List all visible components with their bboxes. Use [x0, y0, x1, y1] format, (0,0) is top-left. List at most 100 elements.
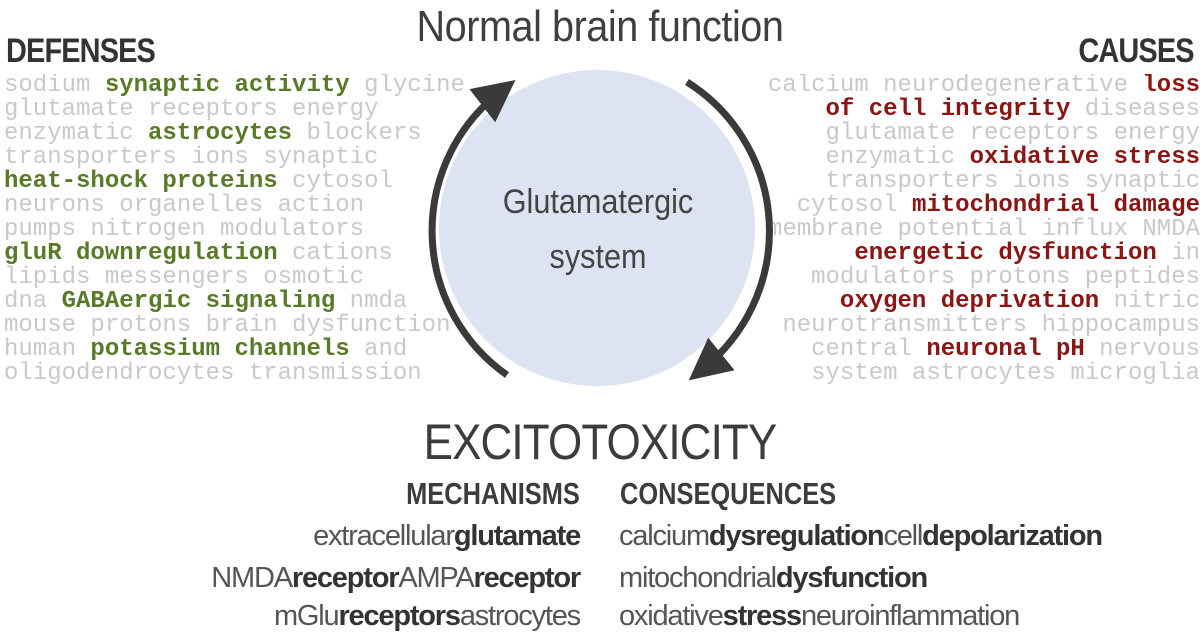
glutamatergic-system-circle — [439, 70, 755, 386]
center-label-line2: system — [549, 238, 647, 276]
cause-word-12-part-2: neuronal pH — [926, 336, 1085, 363]
cause-line: of cell integrity diseases — [660, 98, 1200, 122]
defense-word-5-part-2: cytosol — [277, 168, 393, 195]
defense-word-12-part-2: potassium channels — [90, 336, 350, 363]
cause-word-6-part-1: cytosol — [796, 192, 912, 219]
cause-line: modulators protons peptides — [660, 266, 1200, 290]
cause-word-2-part-1: of cell integrity — [825, 96, 1071, 123]
defenses-heading: DEFENSES — [6, 32, 156, 70]
defense-word-2-part-1: glutamate receptors energy — [4, 96, 379, 123]
consequences-heading: CONSEQUENCES — [620, 476, 837, 511]
defense-word-13-part-1: oligodendrocytes transmission — [4, 360, 422, 386]
cause-word-2-part-2: diseases — [1070, 96, 1200, 123]
cause-word-12-part-3: nervous — [1084, 336, 1200, 363]
left-cycle-arrow — [428, 79, 516, 378]
cause-line: oxygen deprivation nitric — [660, 290, 1200, 314]
defense-line: mouse protons brain dysfunction — [4, 314, 524, 338]
defense-word-11-part-1: mouse protons brain dysfunction — [4, 312, 451, 339]
defense-word-1-part-2: synaptic activity — [104, 74, 350, 99]
diagram-title: Normal brain function — [416, 2, 784, 51]
mechanism-line-3: mGlureceptorsastrocytes — [273, 600, 581, 633]
consequence-term-1-part-2: dysregulation — [708, 520, 885, 552]
cause-word-9-part-1: modulators protons peptides — [811, 264, 1200, 291]
defense-line: pumps nitrogen modulators — [4, 218, 524, 242]
mechanism-term-2-part-3: AMPA — [398, 562, 474, 594]
defense-word-4-part-1: transporters ions synaptic — [4, 144, 379, 171]
cause-word-1-part-1: calcium neurodegenerative — [767, 74, 1143, 99]
defense-line: glutamate receptors energy — [4, 98, 524, 122]
defense-word-8-part-2: cations — [277, 240, 393, 267]
cause-word-5-part-1: transporters ions synaptic — [825, 168, 1200, 195]
defense-line: transporters ions synaptic — [4, 146, 524, 170]
consequence-term-2-part-2: dysfunction — [775, 562, 928, 594]
defense-word-12-part-3: and — [349, 336, 408, 363]
mechanism-term-2-part-4: receptor — [473, 562, 582, 594]
defense-line: enzymatic astrocytes blockers — [4, 122, 524, 146]
cause-line: cytosol mitochondrial damage — [660, 194, 1200, 218]
defense-line: neurons organelles action — [4, 194, 524, 218]
cause-line: energetic dysfunction in — [660, 242, 1200, 266]
cause-word-11-part-1: neurotransmitters hippocampus — [782, 312, 1200, 339]
cause-word-7-part-1: membrane potential influx NMDA — [767, 216, 1200, 243]
cause-word-6-part-2: mitochondrial damage — [911, 192, 1200, 219]
cause-line: calcium neurodegenerative loss — [660, 74, 1200, 98]
mechanisms-heading: MECHANISMS — [406, 476, 580, 511]
defense-word-10-part-2: GABAergic signaling — [61, 288, 336, 315]
defense-line: lipids messengers osmotic — [4, 266, 524, 290]
defense-word-10-part-1: dna — [4, 288, 62, 315]
defense-line: heat-shock proteins cytosol — [4, 170, 524, 194]
cause-word-10-part-2: nitric — [1099, 288, 1200, 315]
cause-word-4-part-2: oxidative stress — [969, 144, 1200, 171]
defense-word-8-part-1: gluR downregulation — [4, 240, 278, 267]
defense-word-12-part-1: human — [4, 336, 91, 363]
consequence-term-1-part-3: cell — [883, 520, 923, 552]
mechanism-line-1: extracellularglutamate — [313, 520, 581, 553]
consequence-line-3: oxidativestressneuroinflammation — [619, 600, 1020, 633]
cause-word-1-part-2: loss — [1142, 74, 1200, 99]
defense-line: oligodendrocytes transmission — [4, 362, 524, 386]
mechanism-line-2: NMDAreceptorAMPAreceptor — [211, 562, 582, 595]
cause-word-4-part-1: enzymatic — [825, 144, 970, 171]
causes-heading: CAUSES — [1078, 32, 1195, 70]
mechanism-term-2-part-1: NMDA — [211, 562, 293, 594]
consequence-term-3-part-3: neuroinflammation — [800, 600, 1020, 632]
consequence-term-1-part-4: depolarization — [922, 520, 1103, 552]
cause-line: transporters ions synaptic — [660, 170, 1200, 194]
mechanism-term-3-part-2: receptors — [338, 600, 461, 632]
mechanism-term-3-part-3: astrocytes — [459, 600, 581, 632]
defense-word-1-part-3: glycine — [349, 74, 465, 99]
cause-word-10-part-1: oxygen deprivation — [839, 288, 1100, 315]
cause-line: enzymatic oxidative stress — [660, 146, 1200, 170]
defense-word-10-part-3: nmda — [335, 288, 408, 315]
consequence-term-3-part-2: stress — [722, 600, 802, 632]
cause-word-13-part-1: system astrocytes microglia — [811, 360, 1200, 386]
cause-word-8-part-1: energetic dysfunction — [854, 240, 1157, 267]
mechanism-term-3-part-1: mGlu — [273, 600, 340, 632]
defense-word-9-part-1: lipids messengers osmotic — [4, 264, 365, 291]
consequence-term-1-part-1: calcium — [619, 520, 710, 552]
cause-word-8-part-2: in — [1156, 240, 1200, 267]
defense-word-3-part-1: enzymatic — [4, 120, 149, 147]
mechanism-term-1-part-2: glutamate — [453, 520, 581, 552]
defense-word-1-part-1: sodium — [4, 74, 105, 99]
center-label-line1: Glutamatergic — [502, 183, 694, 221]
cause-line: central neuronal pH nervous — [660, 338, 1200, 362]
right-cycle-arrow — [685, 79, 773, 381]
consequence-line-1: calciumdysregulationcelldepolarization — [619, 520, 1103, 553]
defense-line: gluR downregulation cations — [4, 242, 524, 266]
defense-word-7-part-1: pumps nitrogen modulators — [4, 216, 365, 243]
consequence-term-2-part-1: mitochondrial — [619, 562, 777, 594]
cause-line: glutamate receptors energy — [660, 122, 1200, 146]
mechanism-term-2-part-2: receptor — [291, 562, 400, 594]
cause-word-12-part-1: central — [811, 336, 927, 363]
defense-word-3-part-3: blockers — [292, 120, 422, 147]
cause-line: membrane potential influx NMDA — [660, 218, 1200, 242]
defense-line: dna GABAergic signaling nmda — [4, 290, 524, 314]
defense-word-6-part-1: neurons organelles action — [4, 192, 365, 219]
cause-line: neurotransmitters hippocampus — [660, 314, 1200, 338]
defense-line: sodium synaptic activity glycine — [4, 74, 524, 98]
defense-line: human potassium channels and — [4, 338, 524, 362]
